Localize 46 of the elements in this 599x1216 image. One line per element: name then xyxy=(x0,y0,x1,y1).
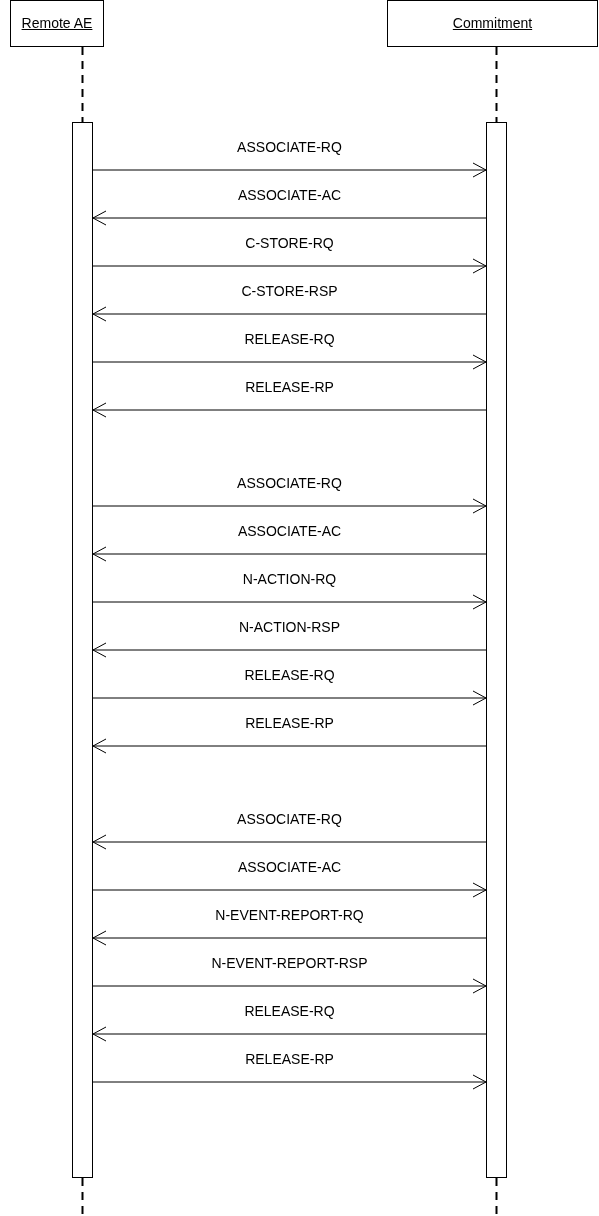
edge-label: ASSOCIATE-RQ xyxy=(237,810,342,828)
edge-label: RELEASE-RP xyxy=(245,1050,334,1068)
message-arrow xyxy=(92,1026,487,1042)
message-arrow xyxy=(92,258,487,274)
message-arrow xyxy=(92,306,487,322)
message-arrow xyxy=(92,690,487,706)
edge-label: RELEASE-RP xyxy=(245,714,334,732)
message-arrow xyxy=(92,162,487,178)
edge-label: ASSOCIATE-RQ xyxy=(237,138,342,156)
activation-bar xyxy=(486,122,507,1178)
message-arrow xyxy=(92,210,487,226)
lifeline xyxy=(495,1177,498,1216)
message-arrow xyxy=(92,1074,487,1090)
participant-box xyxy=(10,0,104,47)
edge-label: RELEASE-RQ xyxy=(244,666,335,684)
edge-label: N-ACTION-RQ xyxy=(242,570,337,588)
message-arrow xyxy=(92,546,487,562)
message-arrow xyxy=(92,930,487,946)
message-arrow xyxy=(92,978,487,994)
edge-label: C-STORE-RQ xyxy=(245,234,334,252)
edge-label: N-EVENT-REPORT-RQ xyxy=(215,906,364,924)
edge-label: ASSOCIATE-AC xyxy=(237,186,342,204)
edge-label: N-EVENT-REPORT-RSP xyxy=(211,954,368,972)
message-arrow xyxy=(92,642,487,658)
message-arrow xyxy=(92,738,487,754)
message-arrow xyxy=(92,594,487,610)
edge-label: C-STORE-RSP xyxy=(241,282,338,300)
edge-label: N-ACTION-RSP xyxy=(238,618,341,636)
participant-name: Remote AE xyxy=(21,14,93,33)
edge-label: ASSOCIATE-RQ xyxy=(237,474,342,492)
edge-label: ASSOCIATE-AC xyxy=(237,858,342,876)
message-arrow xyxy=(92,402,487,418)
message-arrow xyxy=(92,354,487,370)
edge-label: RELEASE-RQ xyxy=(244,1002,335,1020)
activation-bar xyxy=(72,122,93,1178)
message-arrow xyxy=(92,882,487,898)
edge-label: ASSOCIATE-AC xyxy=(237,522,342,540)
edge-label: RELEASE-RQ xyxy=(244,330,335,348)
edge-label: RELEASE-RP xyxy=(245,378,334,396)
message-arrow xyxy=(92,498,487,514)
message-arrow xyxy=(92,834,487,850)
participant-name: Commitment xyxy=(452,14,533,33)
lifeline xyxy=(495,46,498,123)
participant-box xyxy=(387,0,598,47)
lifeline xyxy=(81,1177,84,1216)
lifeline xyxy=(81,46,84,123)
